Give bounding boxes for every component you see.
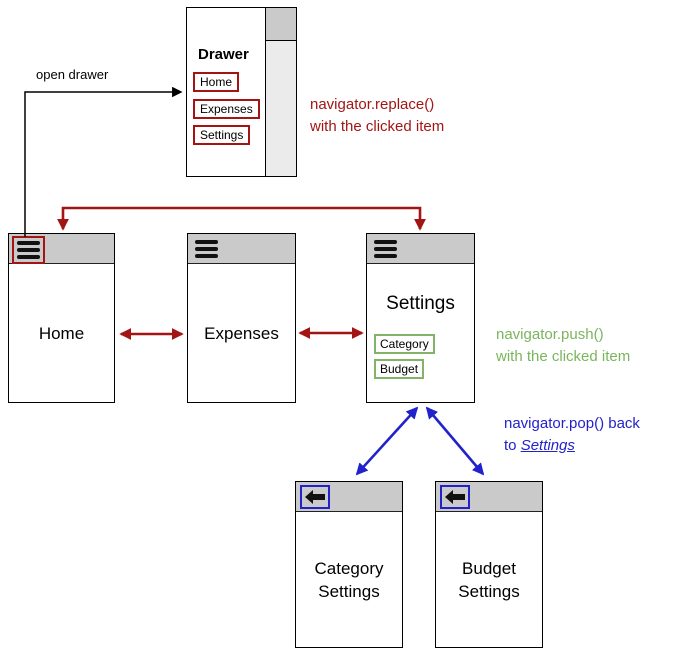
back-button[interactable] <box>440 485 470 509</box>
settings-budget-connector <box>425 406 485 476</box>
drawer-item-home[interactable]: Home <box>193 72 240 92</box>
drawer-item-settings[interactable]: Settings <box>193 125 251 145</box>
home-appbar <box>9 234 114 264</box>
drawer-panel: Drawer Home Expenses Settings <box>186 7 297 177</box>
annotation-push-line1: navigator.push() <box>496 326 604 343</box>
screen-expenses: Expenses <box>187 233 296 403</box>
category-settings-label: Category Settings <box>314 558 384 601</box>
expenses-screen-label: Expenses <box>204 323 279 343</box>
budget-button[interactable]: Budget <box>374 359 425 379</box>
annotation-push: navigator.push() with the clicked item <box>496 324 630 368</box>
budget-settings-appbar <box>436 482 542 512</box>
annotation-pop: navigator.pop() back to Settings <box>504 413 640 457</box>
drawer-title: Drawer <box>198 46 249 63</box>
screen-budget-settings: Budget Settings <box>435 481 543 648</box>
annotation-pop-line2: to Settings <box>504 435 640 457</box>
screen-category-settings: Category Settings <box>295 481 403 648</box>
back-arrow-icon <box>445 490 465 504</box>
annotation-replace-line2: with the clicked item <box>310 118 445 135</box>
annotation-pop-line1: navigator.pop() back <box>504 415 640 432</box>
settings-category-connector <box>355 406 419 476</box>
home-menu-highlight-box[interactable] <box>12 236 45 264</box>
category-settings-appbar <box>296 482 402 512</box>
drawer-background-screen <box>265 8 296 176</box>
annotation-replace: navigator.replace() with the clicked ite… <box>310 94 444 138</box>
menu-icon[interactable] <box>195 240 218 258</box>
annotation-push-line2: with the clicked item <box>496 348 631 365</box>
back-button[interactable] <box>300 485 330 509</box>
open-drawer-label: open drawer <box>36 67 109 82</box>
screen-home: Home <box>8 233 115 403</box>
settings-appbar <box>367 234 474 264</box>
back-arrow-icon <box>305 490 325 504</box>
settings-link[interactable]: Settings <box>520 437 575 454</box>
annotation-replace-line1: navigator.replace() <box>310 96 435 113</box>
expenses-appbar <box>188 234 295 264</box>
category-button[interactable]: Category <box>374 334 435 354</box>
replace-connector <box>57 206 426 231</box>
menu-icon[interactable] <box>374 240 397 258</box>
annotation-pop-line2-prefix: to <box>504 437 521 454</box>
background-body <box>266 41 296 176</box>
budget-settings-label: Budget Settings <box>458 558 520 601</box>
drawer-item-expenses[interactable]: Expenses <box>193 99 260 119</box>
screen-settings: Settings Category Budget <box>366 233 475 403</box>
menu-icon[interactable] <box>17 241 40 259</box>
settings-screen-label: Settings <box>386 293 455 314</box>
open-drawer-connector <box>24 86 183 237</box>
background-appbar <box>266 8 296 41</box>
home-screen-label: Home <box>38 323 85 343</box>
